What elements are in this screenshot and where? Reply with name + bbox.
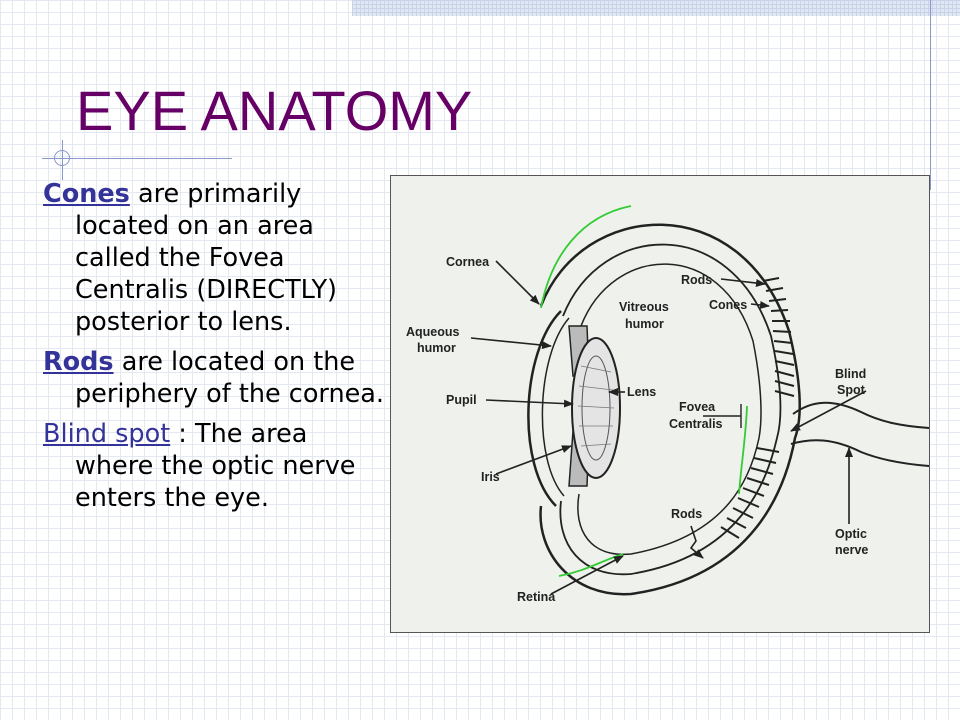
label-iris: Iris: [481, 470, 500, 484]
lens-shape: [571, 337, 621, 479]
label-blind: Blind: [835, 367, 866, 381]
label-pupil: Pupil: [446, 393, 477, 407]
title-underline-rule: [42, 158, 232, 159]
label-rods-top: Rods: [681, 273, 712, 287]
label-fovea-2: Centralis: [669, 417, 723, 431]
lens-texture: [577, 365, 615, 447]
photoreceptor-band-bottom: [720, 447, 780, 539]
right-decor-rule: [930, 0, 931, 190]
optic-nerve-top: [792, 401, 929, 429]
cornea-shape: [527, 310, 562, 507]
label-retina: Retina: [517, 590, 556, 604]
term-rods: Rods: [43, 347, 114, 377]
top-decor-band: [352, 0, 960, 16]
label-optic-2: nerve: [835, 543, 868, 557]
fovea-bracket: [703, 404, 742, 428]
photoreceptor-band-top: [762, 277, 795, 397]
bullet-text: are primarily located on an area called …: [75, 179, 337, 337]
label-aqueous: Aqueous: [406, 325, 460, 339]
cornea-inner: [541, 317, 570, 497]
sclera-outer: [539, 223, 802, 596]
label-vitreous-2: humor: [625, 317, 664, 331]
bullet-text: are located on the periphery of the corn…: [75, 347, 385, 409]
bullet-text: : The area where the optic nerve enters …: [75, 419, 356, 513]
term-cones: Cones: [43, 179, 130, 209]
label-aqueous-2: humor: [417, 341, 456, 355]
title-rule-circle: [54, 150, 70, 166]
bullet-list: Cones are primarily located on an area c…: [43, 178, 393, 522]
pointer-arrows: [470, 260, 867, 595]
eye-diagram-svg: Cornea Aqueous humor Pupil Iris Rods Con…: [406, 205, 929, 604]
slide-title: EYE ANATOMY: [76, 79, 473, 142]
bullet-cones: Cones are primarily located on an area c…: [43, 178, 393, 338]
label-vitreous: Vitreous: [619, 300, 669, 314]
choroid-layer: [559, 243, 782, 576]
bullet-blind-spot: Blind spot : The area where the optic ne…: [43, 418, 393, 514]
retina-inner: [577, 263, 762, 556]
label-cornea: Cornea: [446, 255, 490, 269]
bullet-rods: Rods are located on the periphery of the…: [43, 346, 393, 410]
label-cones: Cones: [709, 298, 747, 312]
optic-nerve-bottom: [790, 439, 929, 467]
label-lens: Lens: [627, 385, 656, 399]
term-blind-spot: Blind spot: [43, 419, 171, 449]
label-optic: Optic: [835, 527, 867, 541]
label-rods-bottom: Rods: [671, 507, 702, 521]
label-blind-2: Spot: [837, 383, 866, 397]
label-fovea: Fovea: [679, 400, 716, 414]
eye-diagram: Cornea Aqueous humor Pupil Iris Rods Con…: [390, 175, 930, 633]
